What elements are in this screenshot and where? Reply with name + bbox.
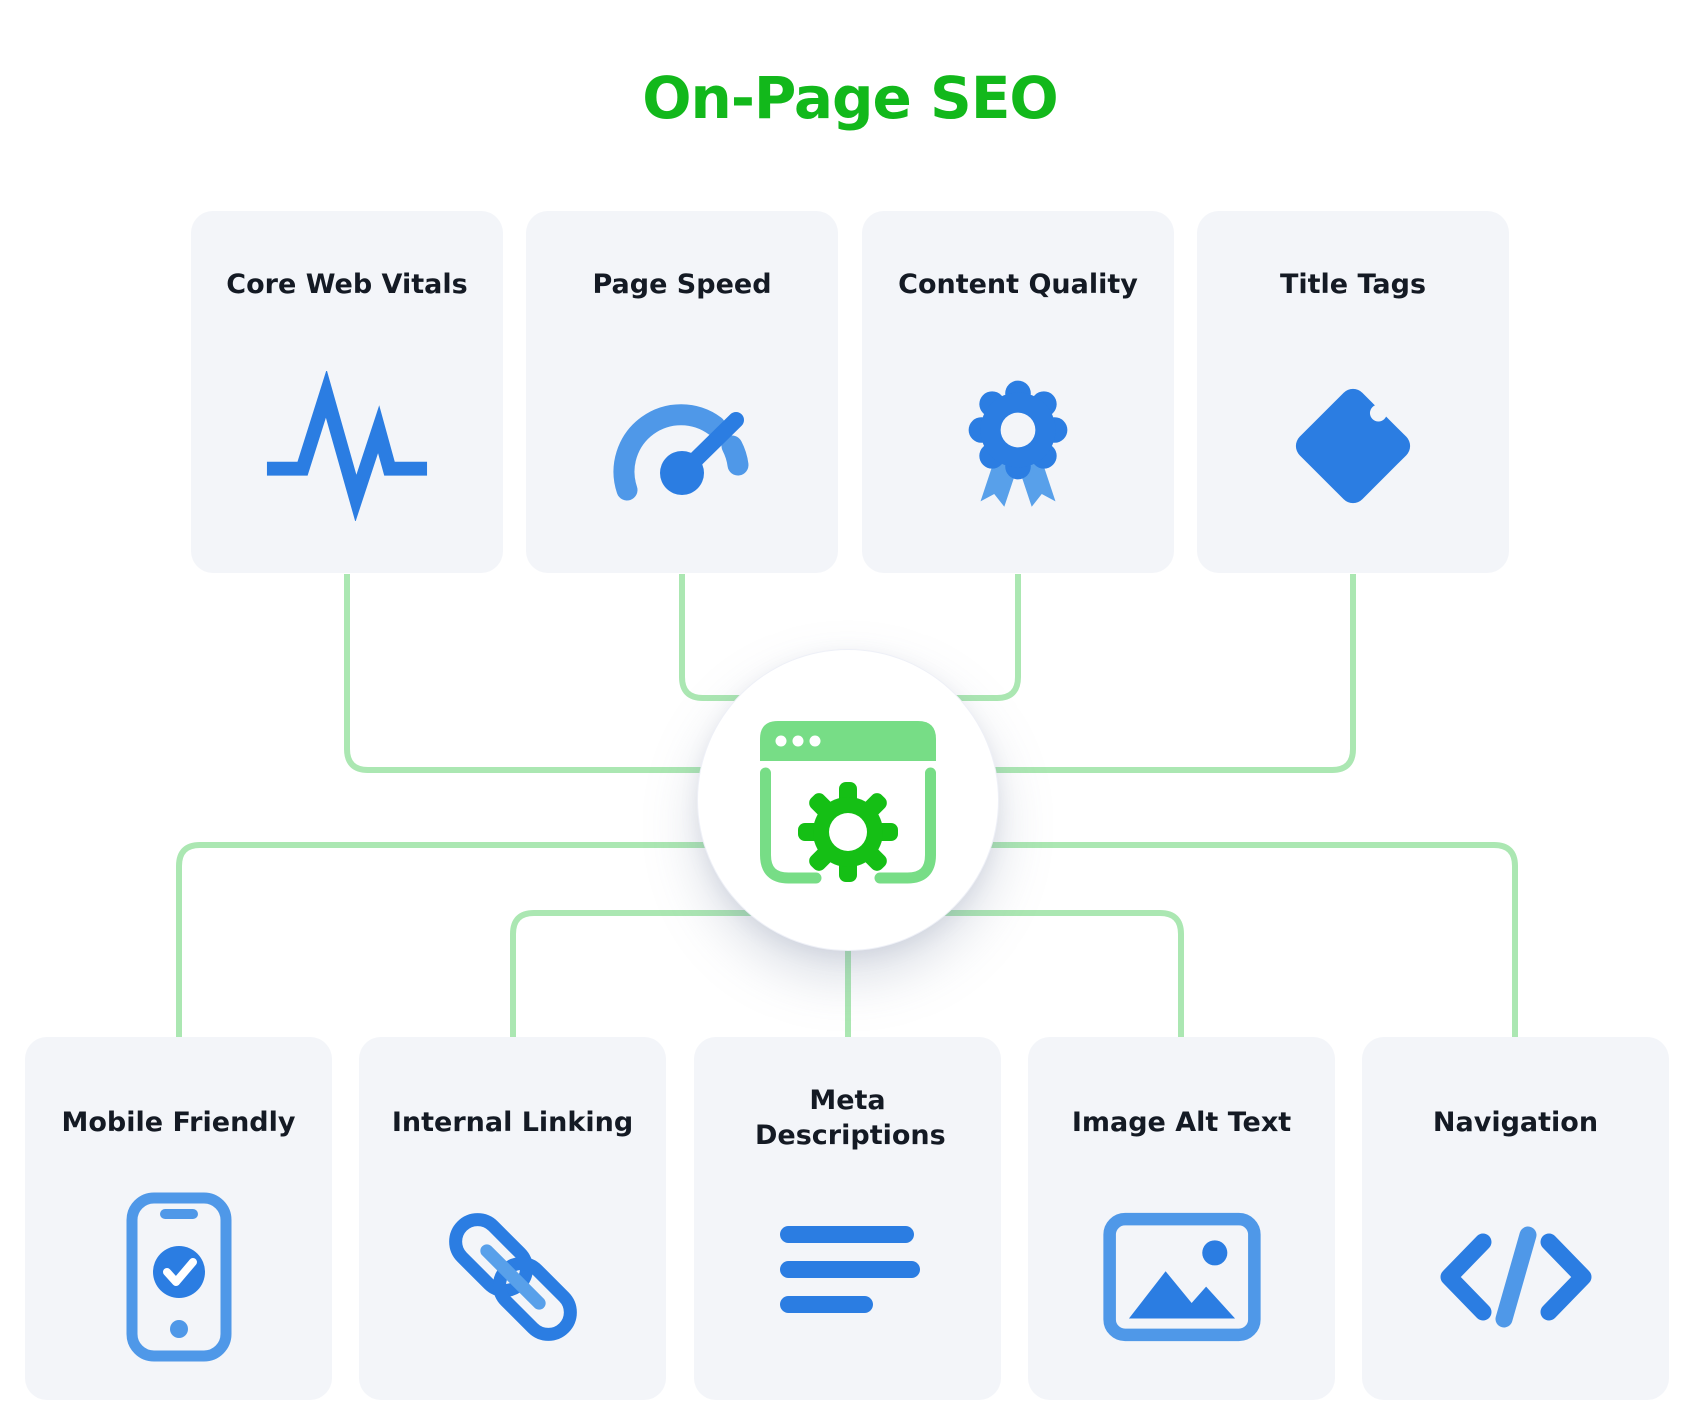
pulse-icon: [191, 361, 503, 531]
browser-gear-icon: [760, 720, 936, 883]
card-image-alt-text: Image Alt Text: [1028, 1037, 1335, 1400]
speedometer-icon: [526, 361, 838, 531]
image-icon: [1028, 1187, 1335, 1367]
card-label: Title Tags: [1279, 269, 1427, 300]
card-label: Navigation: [1432, 1107, 1599, 1138]
card-label: Page Speed: [592, 269, 772, 300]
page-title: On-Page SEO: [642, 64, 1059, 132]
card-navigation: Navigation: [1362, 1037, 1669, 1400]
card-core-web-vitals: Core Web Vitals: [191, 211, 503, 573]
card-internal-linking: Internal Linking: [359, 1037, 666, 1400]
phone-check-icon: [25, 1187, 332, 1367]
card-label: Meta Descriptions: [755, 1085, 946, 1152]
card-label: Image Alt Text: [1071, 1107, 1292, 1138]
code-icon: [1362, 1187, 1669, 1367]
card-meta-descriptions: Meta Descriptions: [694, 1037, 1001, 1400]
center-hub: [698, 650, 998, 950]
card-mobile-friendly: Mobile Friendly: [25, 1037, 332, 1400]
card-content-quality: Content Quality: [862, 211, 1174, 573]
text-lines-icon: [694, 1187, 1001, 1367]
award-icon: [862, 361, 1174, 531]
card-page-speed: Page Speed: [526, 211, 838, 573]
tag-icon: [1197, 361, 1509, 531]
card-label: Mobile Friendly: [61, 1107, 296, 1138]
chain-link-icon: [359, 1187, 666, 1367]
card-label: Core Web Vitals: [226, 269, 468, 300]
card-label: Internal Linking: [391, 1107, 634, 1138]
card-title-tags: Title Tags: [1197, 211, 1509, 573]
card-label: Content Quality: [898, 269, 1138, 300]
